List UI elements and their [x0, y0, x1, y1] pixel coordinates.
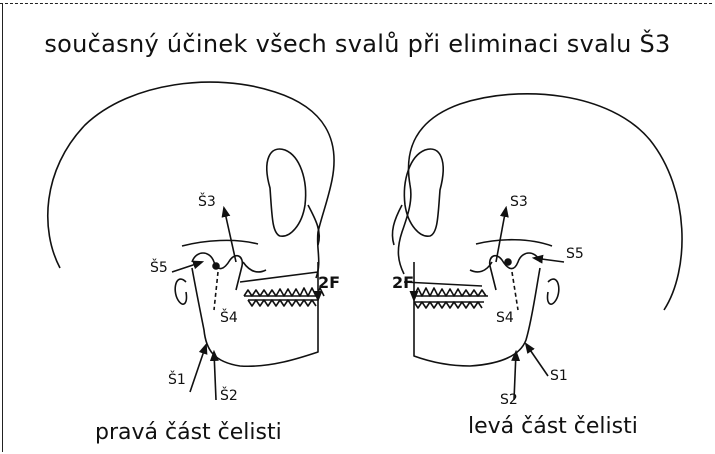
caption-right: levá část čelisti	[468, 414, 638, 439]
right-teeth-lower	[414, 302, 482, 308]
right-force-s3	[496, 208, 506, 262]
right-skull	[392, 94, 682, 400]
left-cranium-outline	[48, 82, 334, 278]
left-label-s1: Š1	[168, 370, 186, 388]
left-force-s1	[190, 345, 206, 392]
left-label-2f: 2F	[318, 273, 340, 292]
right-teeth-upper	[414, 288, 486, 296]
left-label-s2: Š2	[220, 386, 238, 404]
right-label-s5: S5	[566, 246, 584, 262]
left-mandible	[192, 268, 318, 366]
right-cranium-outline	[398, 94, 682, 310]
left-teeth-upper	[244, 288, 324, 296]
right-force-s1	[526, 344, 548, 376]
left-label-s3: Š3	[198, 192, 216, 210]
right-ear	[548, 279, 559, 304]
right-label-s1: S1	[550, 368, 568, 384]
left-label-s5: Š5	[150, 258, 168, 276]
caption-left: pravá část čelisti	[95, 420, 282, 445]
left-teeth-lower	[248, 300, 316, 306]
left-zygomatic-arch	[182, 240, 258, 246]
left-eye-socket	[267, 149, 306, 236]
right-label-s3: S3	[510, 194, 528, 210]
right-label-s2: S2	[500, 392, 518, 408]
left-ear	[175, 279, 186, 304]
left-force-s2	[214, 352, 216, 400]
right-zygomatic-arch	[476, 240, 552, 246]
left-force-s5	[172, 262, 202, 272]
left-skull	[48, 82, 334, 400]
right-label-2f: 2F	[392, 273, 414, 292]
right-label-s4: S4	[496, 310, 514, 326]
left-force-s3	[224, 208, 236, 262]
left-label-s4: Š4	[220, 308, 238, 326]
